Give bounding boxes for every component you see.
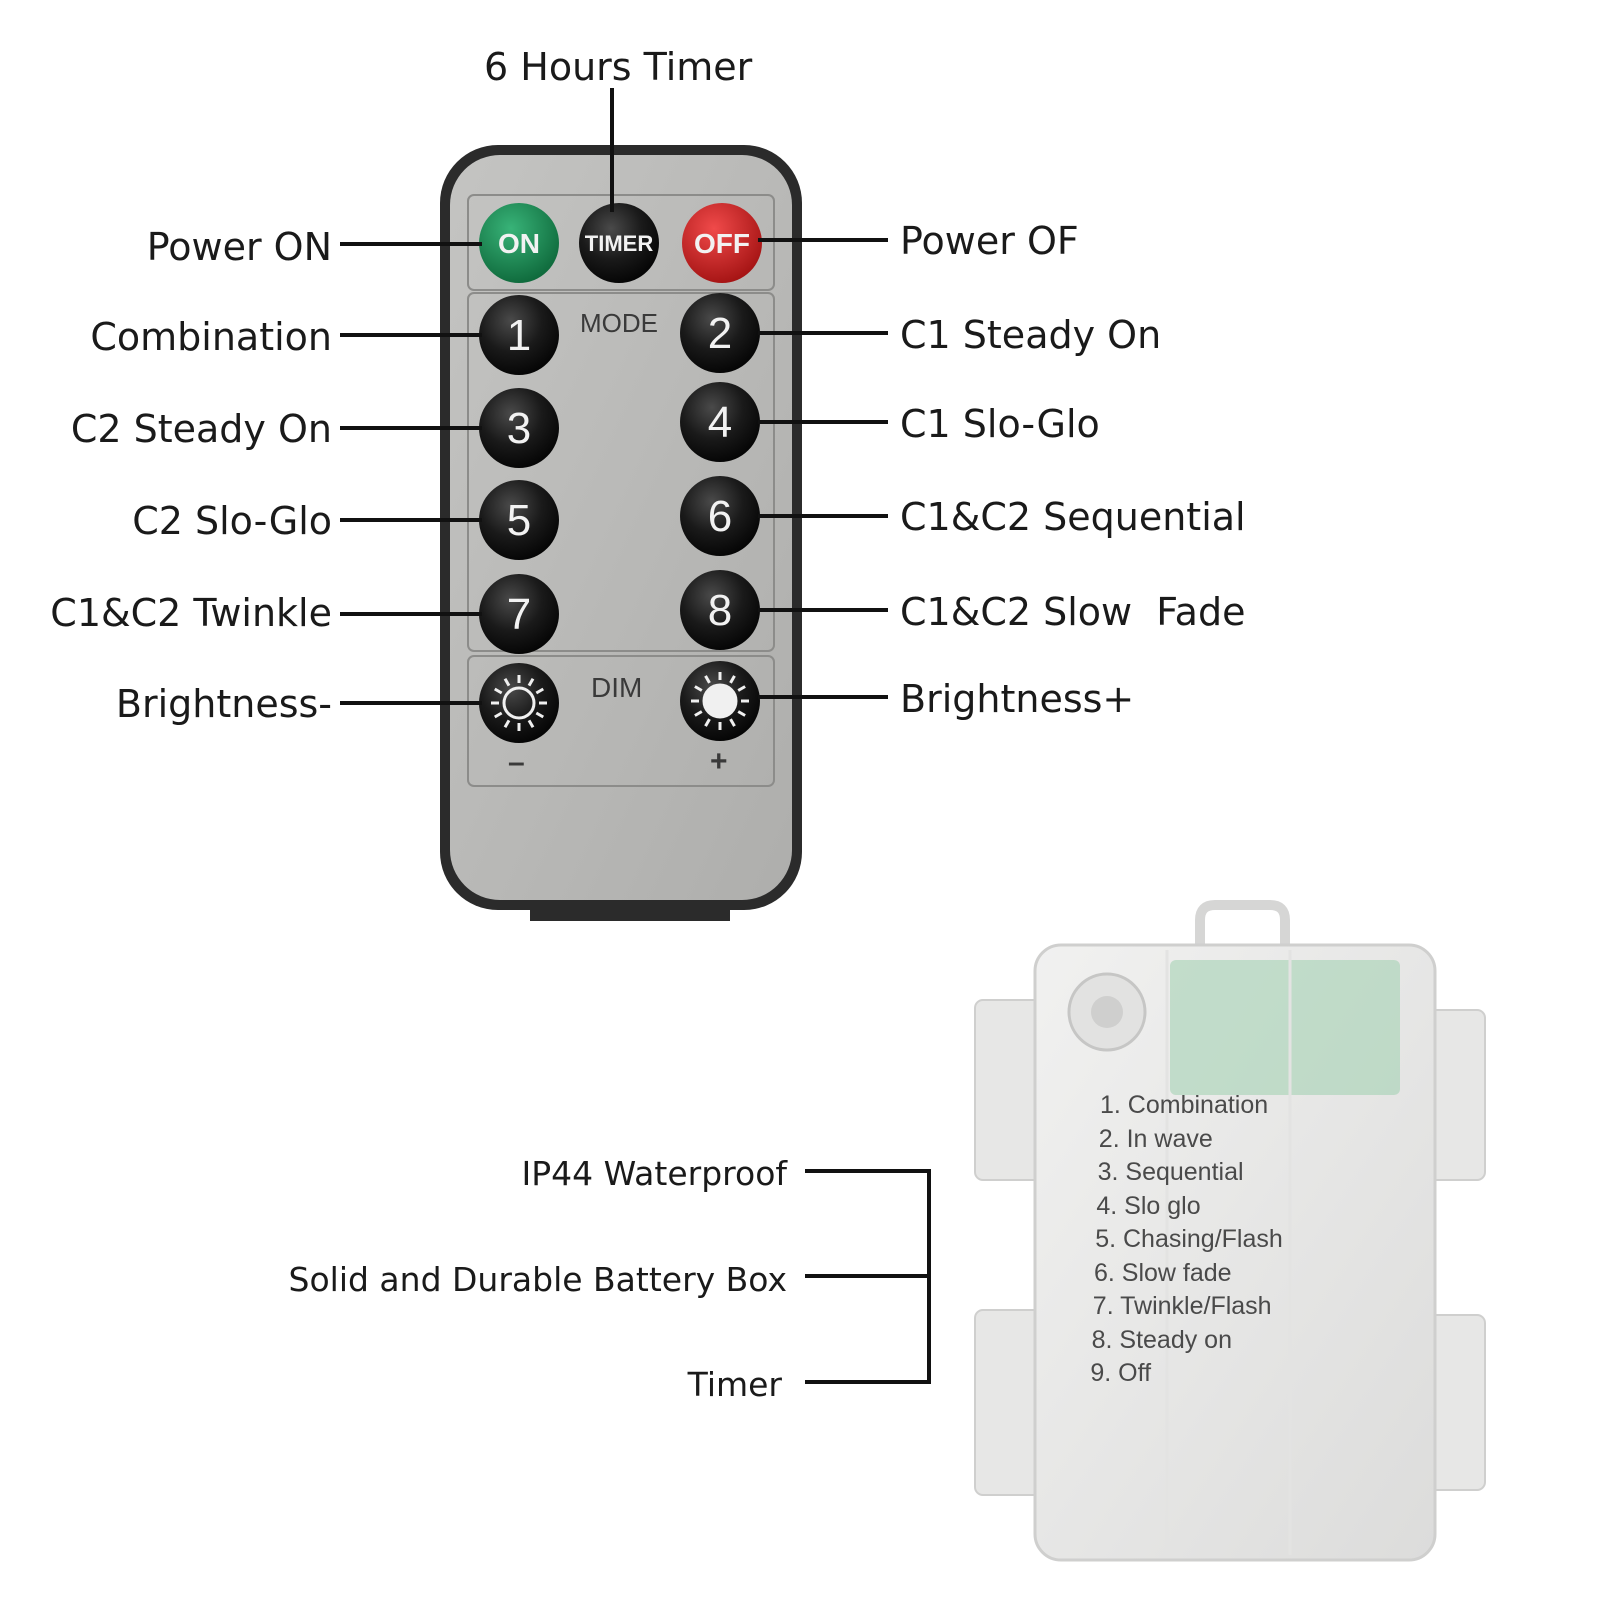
battery-mode-item: 2. In wave [1098,1124,1213,1153]
mode-button-4[interactable] [680,382,760,462]
sun-ray [737,710,746,717]
off-button-shape[interactable] [682,203,762,283]
left-label-brightness-minus: Brightness- [115,682,332,726]
sun-ray [729,718,736,727]
sun-ray [694,685,703,692]
mode-button-3[interactable] [479,388,559,468]
sun-ray [704,718,711,727]
battery-mode-item: 8. Steady on [1091,1325,1232,1354]
mode-button-6[interactable] [680,476,760,556]
plus-sign: + [710,745,728,778]
mode-button-label: 7 [506,590,532,639]
sun-ray [503,719,511,728]
sun-ray [527,678,535,687]
right-label-power-off: Power OF [900,219,1079,263]
mode-button-label: 3 [506,404,532,453]
dim-panel [467,655,775,787]
mode-button-label: 6 [707,492,733,541]
sun-ray [535,711,544,719]
battery-mode-item: 6. Slow fade [1094,1258,1232,1287]
battery-mode-item: 5. Chasing/Flash [1095,1225,1283,1253]
left-label-c2-slo-glo: C2 Slo-Glo [132,499,332,543]
battery-mode-item: 4. Slo glo [1096,1191,1201,1220]
feature-waterproof: IP44 Waterproof [521,1154,787,1193]
sun-outline-icon [491,675,547,731]
mode-button-8[interactable] [680,570,760,650]
on-button-shape[interactable] [479,203,559,283]
right-label-c1-steady-on: C1 Steady On [900,313,1162,357]
dim-label: DIM [591,672,643,703]
sun-ray [729,675,736,684]
mode-button-5[interactable] [479,480,559,560]
sun-ray [527,719,535,728]
minus-sign: – [508,746,525,779]
battery-box-illustration [974,900,1486,1562]
left-label-c2-steady-on: C2 Steady On [70,407,332,451]
right-label-brightness-plus: Brightness+ [900,677,1135,721]
mode-button-label: 8 [707,586,733,635]
left-label-twinkle: C1&C2 Twinkle [50,591,332,635]
battery-mode-item: 7. Twinkle/Flash [1092,1292,1272,1320]
mode-button-label: 4 [707,398,733,447]
timer-button-label: TIMER [584,231,654,256]
left-label-combination: Combination [90,315,332,359]
timer-button-shape[interactable] [579,203,659,283]
feature-durable-box: Solid and Durable Battery Box [288,1260,787,1299]
right-label-sequential: C1&C2 Sequential [900,495,1246,539]
sun-filled-icon [691,672,749,730]
mode-button-label: 5 [506,496,532,545]
sun-ray [503,678,511,687]
sun-ray [494,687,503,695]
mode-button-label: 2 [707,309,733,358]
off-button-label: OFF [694,228,750,259]
connector-lines [340,88,931,1384]
sun-ray [494,711,503,719]
right-label-c1-slo-glo: C1 Slo-Glo [900,402,1100,446]
timer-callout-label: 6 Hours Timer [484,45,753,89]
sun-ray [535,687,544,695]
on-button-label: ON [498,228,540,259]
sun-ray [694,710,703,717]
feature-timer: Timer [687,1365,782,1404]
left-label-power-on: Power ON [146,225,332,269]
mode-button-2[interactable] [680,293,760,373]
mode-label: MODE [580,308,658,338]
mode-button-1[interactable] [479,295,559,375]
battery-mode-item: 1. Combination [1100,1091,1269,1119]
mode-button-7[interactable] [479,574,559,654]
right-label-slow-fade: C1&C2 Slow Fade [900,590,1246,634]
brightness-minus-button[interactable] [479,663,559,743]
mode-panel [467,292,775,652]
mode-button-label: 1 [506,311,532,360]
battery-mode-item: 3. Sequential [1097,1158,1244,1186]
sun-ray [704,675,711,684]
battery-mode-item: 9. Off [1090,1359,1152,1387]
sun-ray [737,685,746,692]
